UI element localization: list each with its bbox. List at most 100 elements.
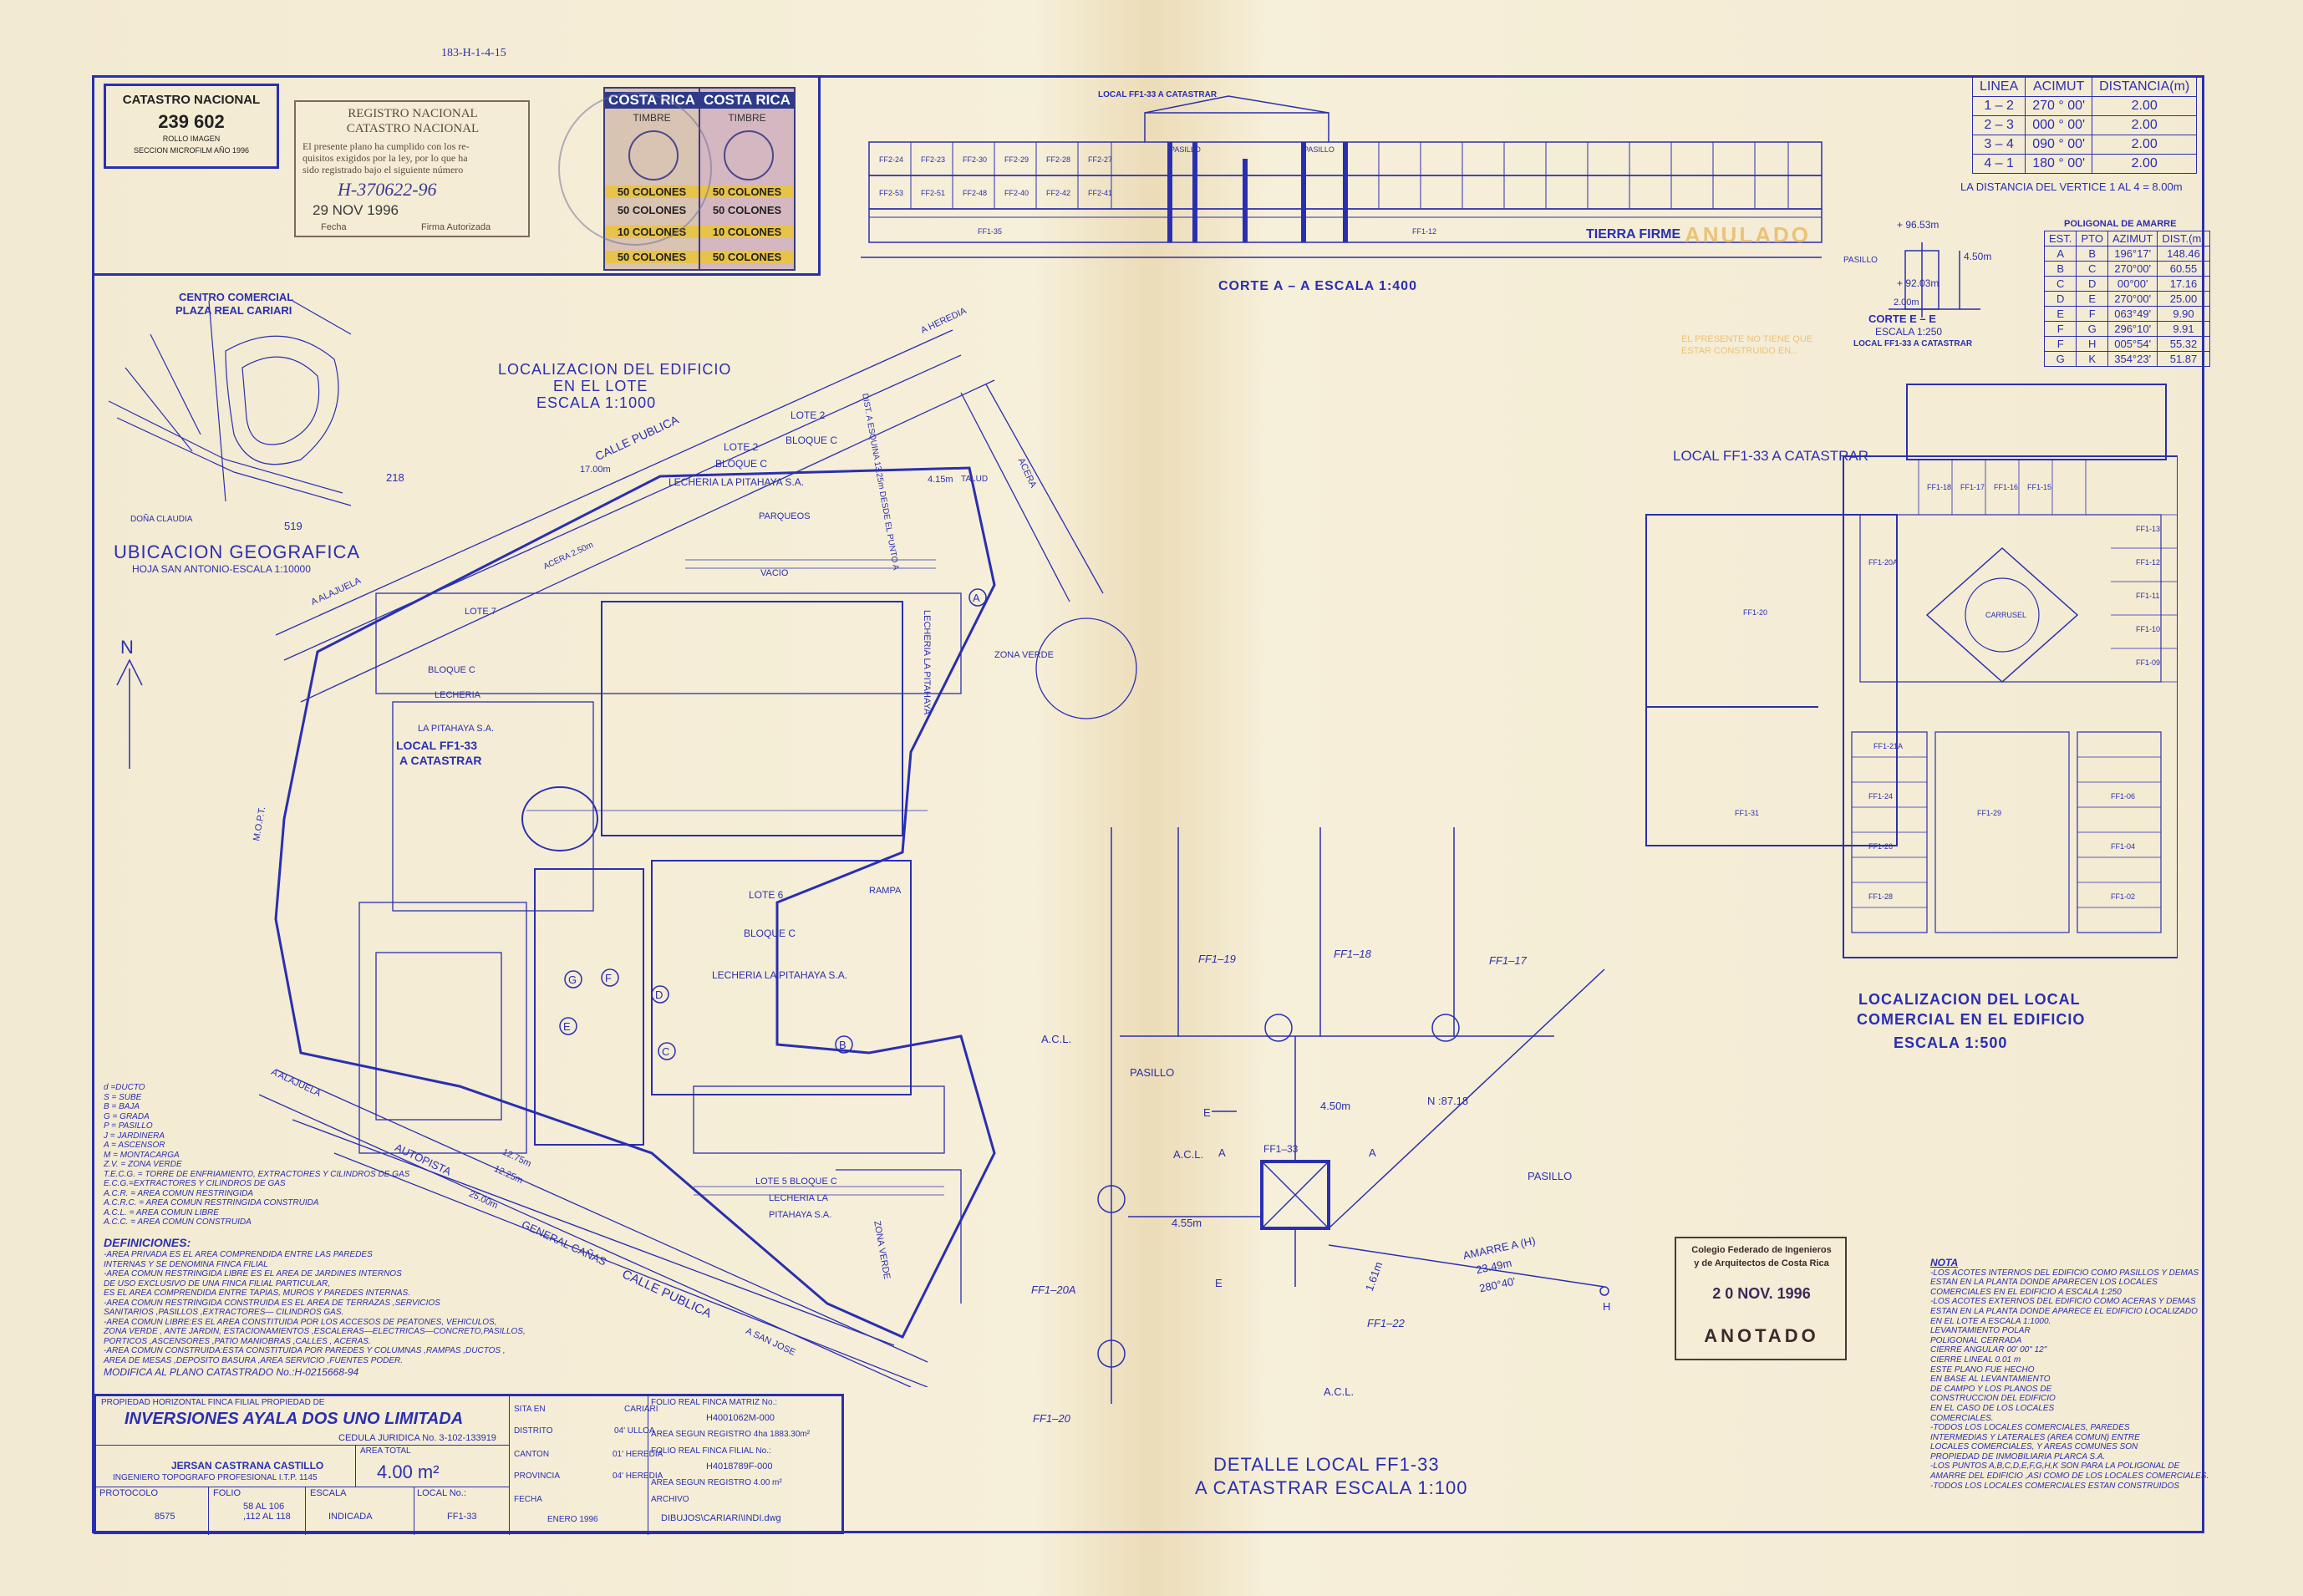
cell: 270°00' [2107,261,2158,277]
svg-text:FF1-26: FF1-26 [1868,842,1893,851]
nota-line: CIERRE ANGULAR 00' 00" 12" [1930,1345,2047,1355]
tb-provincia: 04' HEREDIA [613,1471,663,1481]
catastro-box: CATASTRO NACIONAL 239 602 ROLLO IMAGEN S… [104,84,279,169]
tb-area: 4.00 m² [377,1461,440,1482]
catastro-line1: ROLLO IMAGEN [162,135,221,143]
cell: 270 ° 00' [2025,96,2093,116]
cell: 1 – 2 [1971,96,2026,116]
colegio-date: 2 0 NOV. 1996 [1712,1285,1811,1302]
tb-fecha: ENERO 1996 [547,1515,598,1524]
detail-ff133: FF1–33 [1263,1143,1299,1155]
def-line: AREA DE MESAS ,DEPOSITO BASURA ,AREA SER… [104,1355,404,1365]
cell: 00°00' [2107,276,2158,292]
vacio-label: VACIO [760,568,789,578]
catastro-number: 239 602 [158,111,225,132]
cell: B [2043,261,2077,277]
legend-item: A.C.R. = AREA COMUN RESTRINGIDA [104,1188,254,1198]
cell: 005°54' [2107,336,2158,352]
cell: 2.00 [2092,135,2198,155]
svg-text:C: C [662,1045,669,1058]
lecheria6-label: LECHERIA LA PITAHAYA S.A. [712,969,848,981]
floorplan-loc2: COMERCIAL EN EL EDIFICIO [1857,1011,2086,1028]
tb-local: FF1-33 [447,1512,477,1522]
local-ff133-label: LOCAL FF1-33 [396,739,477,752]
cell: 3 – 4 [1971,135,2026,155]
cell: 063°49' [2107,306,2158,322]
svg-text:G: G [568,973,577,986]
svg-text:A: A [973,592,980,604]
th-acimut: ACIMUT [2025,77,2093,97]
detail-a1: A [1218,1146,1226,1159]
siteplan-scale: ESCALA 1:1000 [536,394,657,411]
tb-sita-label: SITA EN [514,1405,546,1414]
detail-acl1: A.C.L. [1041,1033,1072,1045]
header-panel [92,75,821,276]
nota-line: COMERCIALES EN EL EDIFICIO A ESCALA 1:25… [1930,1287,2122,1297]
svg-text:FF1-24: FF1-24 [1868,792,1893,801]
lote2-label: LOTE 2 [791,409,826,421]
nota-line: INTERMEDIAS Y LATERALES (AREA COMUN) ENT… [1930,1432,2140,1442]
cell: 196°17' [2107,246,2158,262]
nota-line: EN BASE AL LEVANTAMIENTO [1930,1375,2051,1385]
th-distancia: DISTANCIA(m) [2092,77,2198,97]
tb-archivo-label: ARCHIVO [651,1495,689,1504]
cell: 270°00' [2107,291,2158,307]
stamp-value1: 50 COLONES [700,186,794,198]
colegio-line1: Colegio Federado de Ingenieros [1691,1245,1832,1255]
cell: 60.55 [2157,261,2210,277]
svg-text:FF2-24: FF2-24 [879,155,903,164]
cell: 354°23' [2107,351,2158,367]
colegio-anotado: ANOTADO [1704,1325,1819,1346]
cell: A [2043,246,2077,262]
catastro-line2: SECCION MICROFILM AÑO 1996 [133,146,250,155]
detail-acl2: A.C.L. [1173,1148,1204,1161]
svg-text:B: B [839,1039,846,1051]
svg-text:FF1-02: FF1-02 [2111,892,2135,901]
legend-item: M = MONTACARGA [104,1150,180,1160]
svg-text:FF2-51: FF2-51 [921,189,945,197]
def-line: -AREA PRIVADA ES EL AREA COMPRENDIDA ENT… [104,1250,373,1259]
tb-owner: INVERSIONES AYALA DOS UNO LIMITADA [125,1410,464,1428]
svg-text:FF1-29: FF1-29 [1977,809,2001,817]
pitahaya2-label: LA PITAHAYA S.A. [418,724,495,734]
svg-text:FF1-12: FF1-12 [2136,558,2160,567]
nota-line: POLIGONAL CERRADA [1930,1335,2022,1345]
legend-item: P = PASILLO [104,1121,153,1131]
tb-propiedad: PROPIEDAD HORIZONTAL FINCA FILIAL PROPIE… [101,1398,325,1407]
tb-area-registro2: AREA SEGUN REGISTRO 4.00 m² [651,1478,782,1487]
def-line: -AREA COMUN LIBRE:ES EL AREA CONSTITUIDA… [104,1317,497,1327]
talud-label: TALUD [961,475,989,484]
anulado-text2: ESTAR CONSTRUIDO EN... [1681,346,1799,356]
dim-415m: 4.15m [928,475,953,485]
lote5-label: LOTE 5 BLOQUE C [755,1177,837,1187]
cell: 148.46 [2157,246,2210,262]
nota-line: -TODOS LOS LOCALES COMERCIALES ESTAN CON… [1930,1481,2180,1491]
nota-line: -LOS PUNTOS A,B,C,D,E,F,G,H,K SON PARA L… [1930,1461,2180,1471]
section-aa-title: CORTE A – A ESCALA 1:400 [1218,279,1417,293]
cell: D [2043,291,2077,307]
tb-folio-label: FOLIO [213,1488,241,1498]
cell: G [2076,321,2108,337]
lote2b-label: LOTE 2 [724,441,759,453]
detail-dim450: 4.50m [1320,1100,1351,1112]
tb-escala: INDICADA [328,1512,373,1522]
tb-cedula: CEDULA JURIDICA No. 3-102-133919 [338,1433,496,1443]
svg-text:FF1-31: FF1-31 [1735,809,1759,817]
ee-elev2: + 92.03m [1897,277,1940,289]
stamp-value4: 50 COLONES [700,251,794,263]
cell: E [2076,291,2108,307]
nota-line: LOCALES COMERCIALES, Y AREAS COMUNES SON [1930,1442,2138,1452]
bloque-c2-label: BLOQUE C [715,458,768,470]
detail-ff122: FF1–22 [1367,1317,1405,1329]
def-line: DE USO EXCLUSIVO DE UNA FINCA FILIAL PAR… [104,1278,330,1288]
detail-h: H [1603,1300,1611,1313]
registro-number: H-370622-96 [338,179,437,200]
colegio-stamp: Colegio Federado de Ingenieros y de Arqu… [1675,1237,1847,1360]
svg-text:FF2-42: FF2-42 [1046,189,1070,197]
def-line: -AREA COMUN CONSTRUIDA:ESTA CONSTITUIDA … [104,1346,506,1355]
ee-height: 4.50m [1964,251,1992,262]
map-title1: CENTRO COMERCIAL [179,291,294,303]
stamp-value3: 10 COLONES [700,226,794,238]
